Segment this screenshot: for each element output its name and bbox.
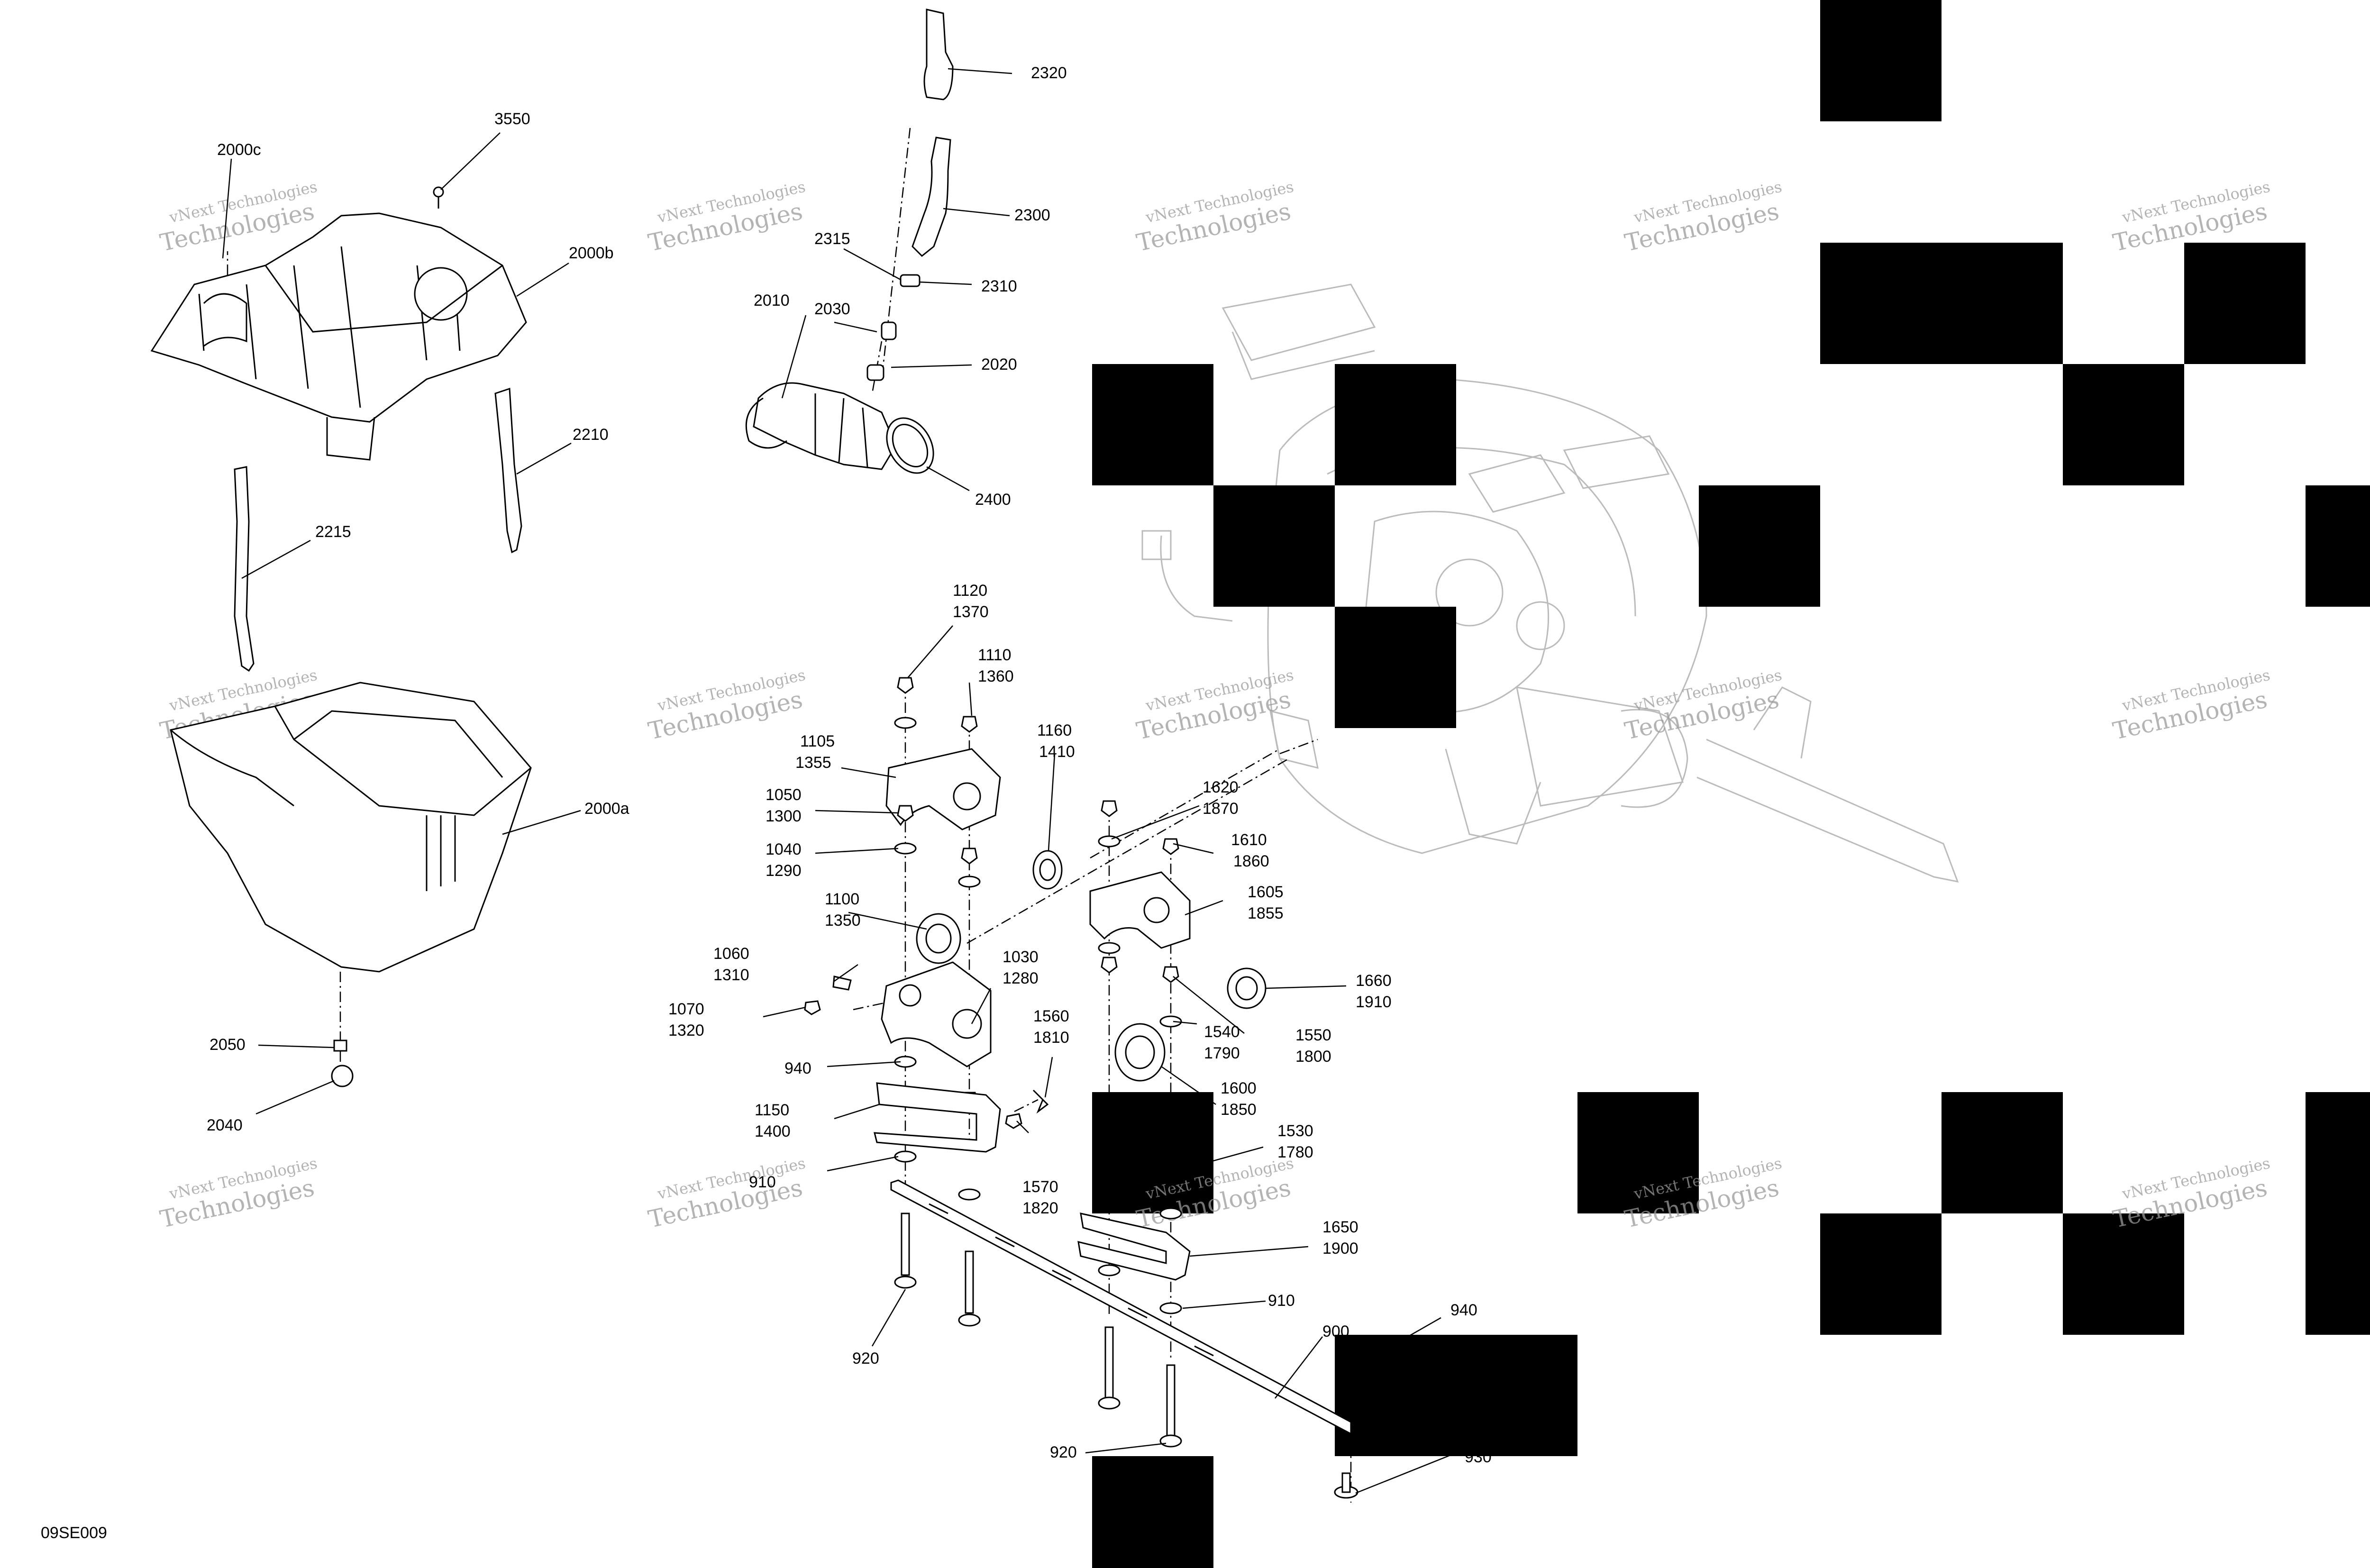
- label-1370: 1370: [953, 603, 989, 621]
- label-940: 940: [1450, 1301, 1477, 1319]
- mount-right-hardware: [1005, 800, 1358, 1499]
- bolt-3550: [433, 186, 444, 209]
- label-910: 910: [1268, 1292, 1295, 1310]
- label-1550: 1550: [1295, 1026, 1331, 1044]
- label-1400: 1400: [755, 1122, 791, 1140]
- label-1540: 1540: [1204, 1023, 1240, 1041]
- label-1660: 1660: [1356, 972, 1392, 990]
- label-940: 940: [784, 1059, 811, 1077]
- label-2215: 2215: [315, 523, 351, 541]
- label-2310: 2310: [981, 277, 1017, 295]
- label-900: 900: [1322, 1322, 1349, 1340]
- label-1410: 1410: [1039, 743, 1075, 761]
- drain-plug-2050: [333, 1039, 347, 1052]
- label-1860: 1860: [1233, 852, 1269, 870]
- label-2300: 2300: [1014, 206, 1050, 224]
- label-2210: 2210: [573, 426, 609, 444]
- label-1530: 1530: [1277, 1122, 1313, 1140]
- label-920: 920: [852, 1349, 879, 1367]
- label-1900: 1900: [1322, 1240, 1358, 1258]
- label-1600: 1600: [1221, 1079, 1257, 1097]
- damper-1160: [1032, 850, 1063, 890]
- label-1320: 1320: [668, 1021, 704, 1039]
- label-1105: 1105: [800, 732, 835, 750]
- label-1605: 1605: [1248, 883, 1284, 901]
- airbox-base-2000a: [170, 682, 532, 973]
- label-1650: 1650: [1322, 1218, 1358, 1236]
- label-1800: 1800: [1295, 1048, 1331, 1066]
- label-3550: 3550: [494, 110, 530, 128]
- label-1350: 1350: [825, 912, 861, 930]
- label-2010: 2010: [754, 292, 790, 310]
- label-1050: 1050: [766, 786, 802, 804]
- label-1355: 1355: [795, 754, 831, 772]
- label-1360: 1360: [978, 667, 1014, 685]
- label-1060: 1060: [713, 945, 749, 963]
- airbox-cover-2000b: [150, 212, 527, 461]
- label-2315: 2315: [814, 230, 850, 248]
- drawing-code: 09SE009: [41, 1524, 107, 1542]
- label-1030: 1030: [1003, 948, 1039, 966]
- label-1870: 1870: [1203, 800, 1239, 818]
- label-1300: 1300: [766, 807, 802, 825]
- label-2400: 2400: [975, 491, 1011, 509]
- label-1120: 1120: [953, 582, 987, 600]
- label-1910: 1910: [1356, 993, 1392, 1011]
- label-920: 920: [1050, 1443, 1077, 1461]
- label-1040: 1040: [766, 840, 802, 858]
- mount-left-hardware: [804, 677, 1001, 1327]
- label-1070: 1070: [668, 1000, 704, 1018]
- intake-adapter-2010: [745, 382, 897, 470]
- label-1110: 1110: [978, 646, 1012, 664]
- leader-lines: [222, 68, 1451, 1494]
- support-bar-900: [890, 1179, 1352, 1435]
- strap-2210: [494, 387, 522, 554]
- label-1820: 1820: [1022, 1199, 1058, 1217]
- label-1560: 1560: [1033, 1007, 1069, 1025]
- label-2020: 2020: [981, 356, 1017, 374]
- hose-2300: [912, 137, 951, 257]
- fitting-2030: [866, 364, 884, 381]
- label-1160: 1160: [1037, 721, 1072, 739]
- label-1570: 1570: [1022, 1178, 1058, 1196]
- label-930: 930: [1465, 1448, 1492, 1466]
- label-1620: 1620: [1203, 778, 1239, 796]
- label-1280: 1280: [1003, 969, 1039, 987]
- label-1780: 1780: [1277, 1143, 1313, 1161]
- label-1100: 1100: [825, 890, 859, 908]
- label-1290: 1290: [766, 862, 802, 880]
- label-2000b: 2000b: [569, 244, 614, 262]
- label-1790: 1790: [1204, 1044, 1240, 1062]
- part-labels: 2000c 3550 2000b 2210 2215 2000a 2050 20…: [207, 64, 1492, 1466]
- clamp-2310: [900, 274, 921, 287]
- label-2000a: 2000a: [584, 800, 629, 818]
- label-2320: 2320: [1031, 64, 1067, 82]
- label-2040: 2040: [207, 1116, 243, 1134]
- label-2000c: 2000c: [217, 141, 261, 159]
- label-1850: 1850: [1221, 1101, 1257, 1119]
- label-1150: 1150: [755, 1101, 789, 1119]
- hose-clamp-2400: [886, 417, 934, 474]
- fitting-2020: [881, 321, 897, 340]
- label-1810: 1810: [1033, 1029, 1069, 1047]
- cap-2040: [331, 1065, 354, 1087]
- label-1855: 1855: [1248, 904, 1284, 922]
- label-2030: 2030: [814, 300, 850, 318]
- strap-2215: [234, 466, 255, 672]
- label-2050: 2050: [210, 1036, 246, 1054]
- redaction-blocks: [1092, 0, 2370, 1568]
- label-1310: 1310: [713, 966, 749, 984]
- label-1610: 1610: [1231, 831, 1267, 849]
- label-910: 910: [749, 1173, 776, 1191]
